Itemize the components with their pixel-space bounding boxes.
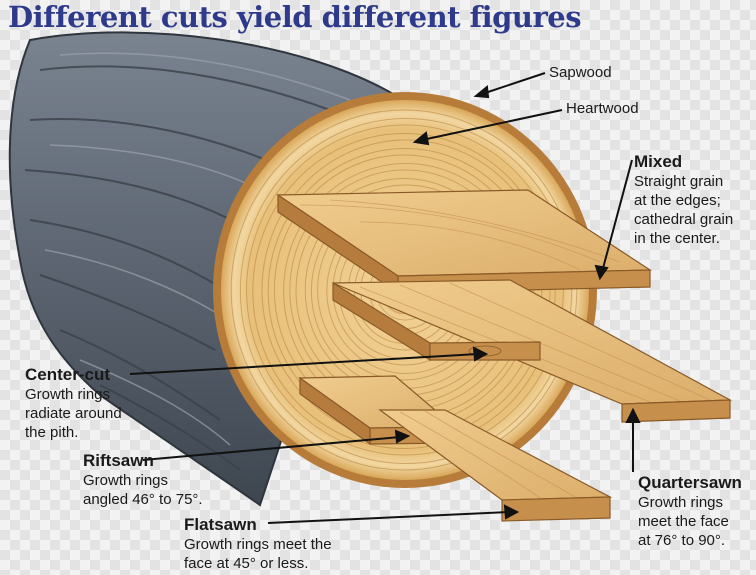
label-mixed-line-1: Straight grain: [634, 173, 724, 190]
arrowhead-mixed: [594, 264, 609, 281]
label-mixed-line-4: in the center.: [634, 230, 720, 247]
label-mixed: Mixed Straight grain at the edges; cathe…: [634, 152, 733, 248]
arrow-heartwood: [421, 109, 563, 141]
pointer-arrows: [129, 72, 641, 524]
label-quartersawn-heading: Quartersawn: [638, 473, 742, 492]
growth-ring: [239, 118, 573, 464]
label-flatsawn-line-2: face at 45° or less.: [184, 555, 309, 572]
label-flatsawn-heading: Flatsawn: [184, 515, 257, 534]
arrowhead-heartwood: [412, 131, 430, 146]
label-quartersawn-line-3: at 76° to 90°.: [638, 532, 726, 549]
arrow-flatsawn: [267, 511, 511, 524]
label-quartersawn-line-2: meet the face: [638, 513, 729, 530]
arrowhead-riftsawn: [394, 429, 411, 444]
label-center-cut-line-3: the pith.: [25, 424, 79, 441]
arrow-center-cut: [129, 353, 479, 375]
label-flatsawn-line-1: Growth rings meet the: [184, 536, 332, 553]
arrow-sapwood: [481, 72, 546, 95]
arrowhead-sapwood: [473, 85, 490, 99]
label-sapwood: Sapwood: [549, 64, 612, 81]
label-riftsawn-heading: Riftsawn: [83, 451, 154, 470]
label-riftsawn-line-2: angled 46° to 75°.: [83, 491, 203, 508]
board-flatsawn: [378, 409, 613, 522]
label-heartwood: Heartwood: [566, 100, 639, 117]
label-riftsawn: Riftsawn Growth rings angled 46° to 75°.: [83, 451, 203, 509]
page-title: Different cuts yield different figures: [8, 0, 582, 34]
arrowhead-quartersawn: [625, 407, 641, 423]
label-center-cut: Center-cut Growth rings radiate around t…: [25, 365, 122, 442]
label-mixed-line-3: cathedral grain: [634, 211, 734, 228]
board-mixed: [276, 189, 652, 295]
growth-ring: [230, 109, 578, 471]
growth-ring: [252, 133, 556, 449]
label-quartersawn-line-1: Growth rings: [638, 494, 724, 511]
label-center-cut-line-2: radiate around: [25, 405, 122, 422]
growth-ring: [246, 124, 564, 456]
label-quartersawn: Quartersawn Growth rings meet the face a…: [638, 473, 742, 550]
arrowhead-flatsawn: [503, 504, 520, 520]
label-center-cut-heading: Center-cut: [25, 365, 111, 384]
arrow-riftsawn: [142, 436, 401, 461]
label-riftsawn-line-1: Growth rings: [83, 472, 169, 489]
label-mixed-heading: Mixed: [634, 152, 683, 171]
label-center-cut-line-1: Growth rings: [25, 386, 111, 403]
label-flatsawn: Flatsawn Growth rings meet the face at 4…: [184, 515, 332, 573]
arrowhead-center-cut: [472, 346, 489, 362]
arrow-mixed: [601, 159, 633, 273]
label-mixed-line-2: at the edges;: [634, 192, 721, 209]
